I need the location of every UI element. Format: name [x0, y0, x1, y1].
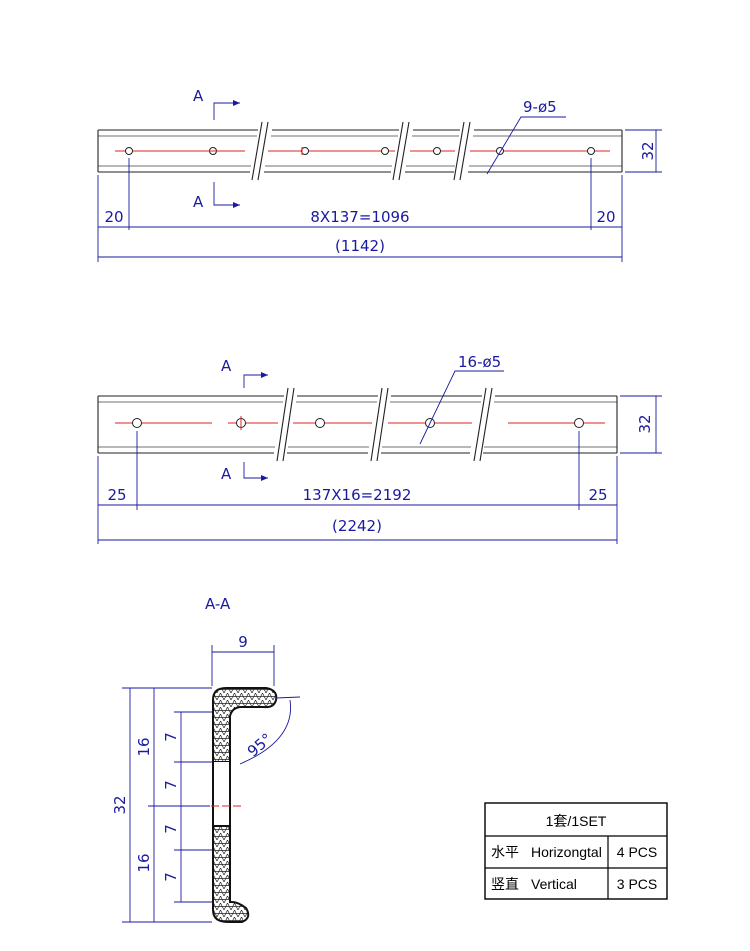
height-dim-1: 32	[625, 129, 662, 173]
hole	[132, 418, 142, 428]
section-view-a-a: A-A 9 95° 32	[111, 595, 301, 923]
section-label: A	[193, 193, 204, 211]
table-header: 1套/1SET	[546, 813, 607, 829]
vertical-dims: 32 16 16 7 7 7 7	[111, 687, 212, 923]
strip-outline-2	[97, 387, 618, 462]
width-dim: 9	[211, 633, 275, 686]
length-dims-1: 20 8X137=1096 20 (1142)	[97, 158, 623, 262]
total-height-dim: 32	[111, 795, 129, 814]
section-label: A	[193, 87, 204, 105]
strip-outline-1	[97, 121, 623, 181]
half-height-upper: 16	[135, 737, 153, 756]
height-dim-2: 32	[620, 395, 662, 454]
left-edge-dim: 25	[107, 486, 126, 504]
row-qty: 3 PCS	[617, 876, 657, 892]
height-dim: 32	[636, 414, 654, 433]
spacing-dim: 8X137=1096	[310, 208, 409, 226]
hole-callout-1: 9-ø5	[486, 98, 566, 175]
pitch-dim: 7	[162, 824, 180, 834]
spacing-dim: 137X16=2192	[303, 486, 412, 504]
pitch-dim: 7	[162, 780, 180, 790]
hole	[315, 418, 325, 428]
width-dim-label: 9	[238, 633, 248, 651]
hole	[574, 418, 584, 428]
hole-callout: 16-ø5	[458, 353, 501, 371]
half-height-lower: 16	[135, 853, 153, 872]
overall-dim: (1142)	[335, 237, 385, 255]
hole	[587, 147, 595, 155]
angle-dim-label: 95°	[244, 730, 276, 761]
top-view-vertical: A A 16-ø5 32 25 137X16=2192 25 (2242)	[97, 353, 662, 544]
top-view-horizontal: A A 9-ø5 32 20 8X137=1096 20 (1142)	[97, 87, 662, 262]
right-edge-dim: 20	[596, 208, 615, 226]
holes-2	[132, 416, 584, 430]
row-cn: 竖直	[491, 876, 519, 892]
pitch-dim: 7	[162, 732, 180, 742]
set-table: 1套/1SET 水平 Horizongtal 4 PCS 竖直 Vertical…	[484, 802, 668, 900]
length-dims-2: 25 137X16=2192 25 (2242)	[97, 431, 618, 544]
hole	[125, 147, 133, 155]
hole-callout: 9-ø5	[523, 98, 557, 116]
hole	[433, 147, 441, 155]
hole	[301, 147, 309, 155]
hole	[381, 147, 389, 155]
section-label: A	[221, 357, 232, 375]
seal-profile	[200, 687, 278, 923]
row-qty: 4 PCS	[617, 844, 657, 860]
overall-dim: (2242)	[332, 517, 382, 535]
section-label: A	[221, 465, 232, 483]
hole-callout-2: 16-ø5	[419, 353, 504, 445]
row-en: Vertical	[531, 876, 577, 892]
row-en: Horizongtal	[531, 844, 602, 860]
pitch-dim: 7	[162, 872, 180, 882]
height-dim: 32	[639, 141, 657, 160]
row-cn: 水平	[491, 844, 519, 860]
section-marker-2: A A	[221, 357, 268, 483]
left-edge-dim: 20	[104, 208, 123, 226]
section-title: A-A	[205, 595, 231, 613]
section-marker-1: A A	[193, 87, 240, 211]
right-edge-dim: 25	[588, 486, 607, 504]
